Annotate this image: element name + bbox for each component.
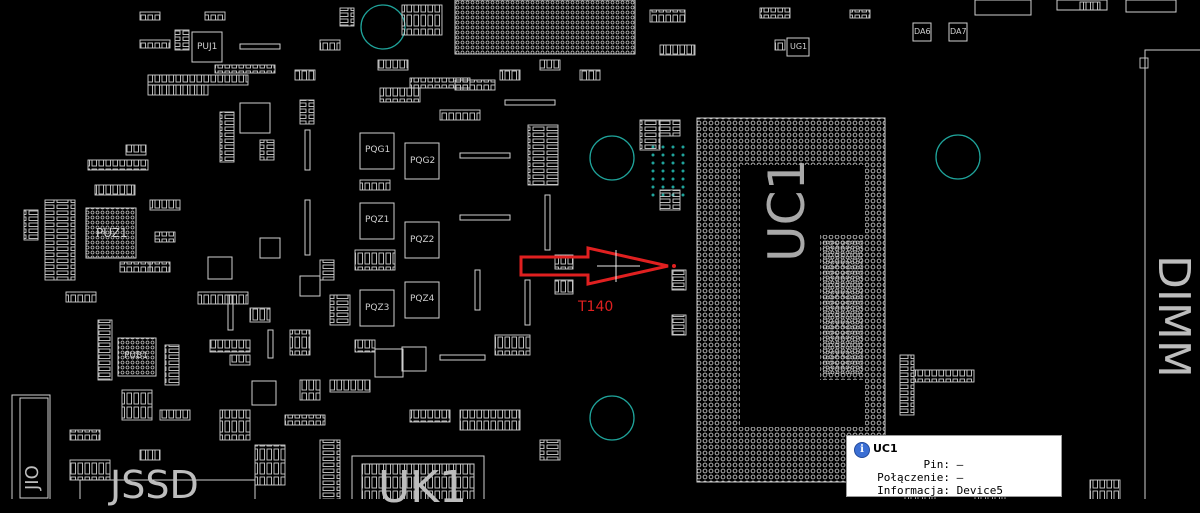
label-dimm: DIMM (1148, 255, 1199, 378)
tooltip-pin-row: Pin: — (873, 458, 964, 471)
test-point-label[interactable]: T140 (578, 299, 614, 315)
label-pub1: PUB1 (124, 351, 148, 361)
label-jssd: JSSD (110, 463, 199, 507)
label-jio: JIO (22, 465, 43, 490)
tooltip-title: UC1 (873, 442, 898, 455)
tooltip-connection-label: Połączenie: (877, 471, 950, 484)
component-info-tooltip: i UC1 Pin: — Połączenie: — Informacja: D… (846, 435, 1062, 497)
t140-arrow-marker (519, 246, 669, 286)
tooltip-info-value: Device5 (956, 484, 1003, 497)
tooltip-pin-value: — (956, 458, 964, 471)
label-pqg2: PQG2 (410, 156, 436, 166)
label-pqz3: PQZ3 (365, 303, 390, 313)
uc1-package (696, 117, 886, 483)
tooltip-info-label: Informacja: (877, 484, 950, 497)
label-da7: DA7 (950, 27, 967, 36)
label-pqz4: PQZ4 (410, 294, 435, 304)
label-puz1: PUZ1 (96, 226, 128, 240)
label-uc1: UC1 (758, 158, 816, 262)
tooltip-connection-row: Połączenie: — (873, 471, 963, 484)
tooltip-info-row: Informacja: Device5 (873, 484, 1003, 497)
label-pqg1: PQG1 (365, 145, 391, 155)
label-uk1: UK1 (378, 462, 468, 513)
pcb-board-view[interactable] (0, 0, 1200, 499)
tooltip-connection-value: — (956, 471, 964, 484)
info-icon: i (854, 442, 870, 458)
label-pqz1: PQZ1 (365, 215, 390, 225)
label-da6: DA6 (914, 27, 931, 36)
label-puj1: PUJ1 (197, 42, 218, 52)
tooltip-pin-label: Pin: (923, 458, 951, 471)
label-pqz2: PQZ2 (410, 235, 435, 245)
mounting-holes (360, 4, 981, 441)
label-ug1: UG1 (790, 42, 808, 51)
